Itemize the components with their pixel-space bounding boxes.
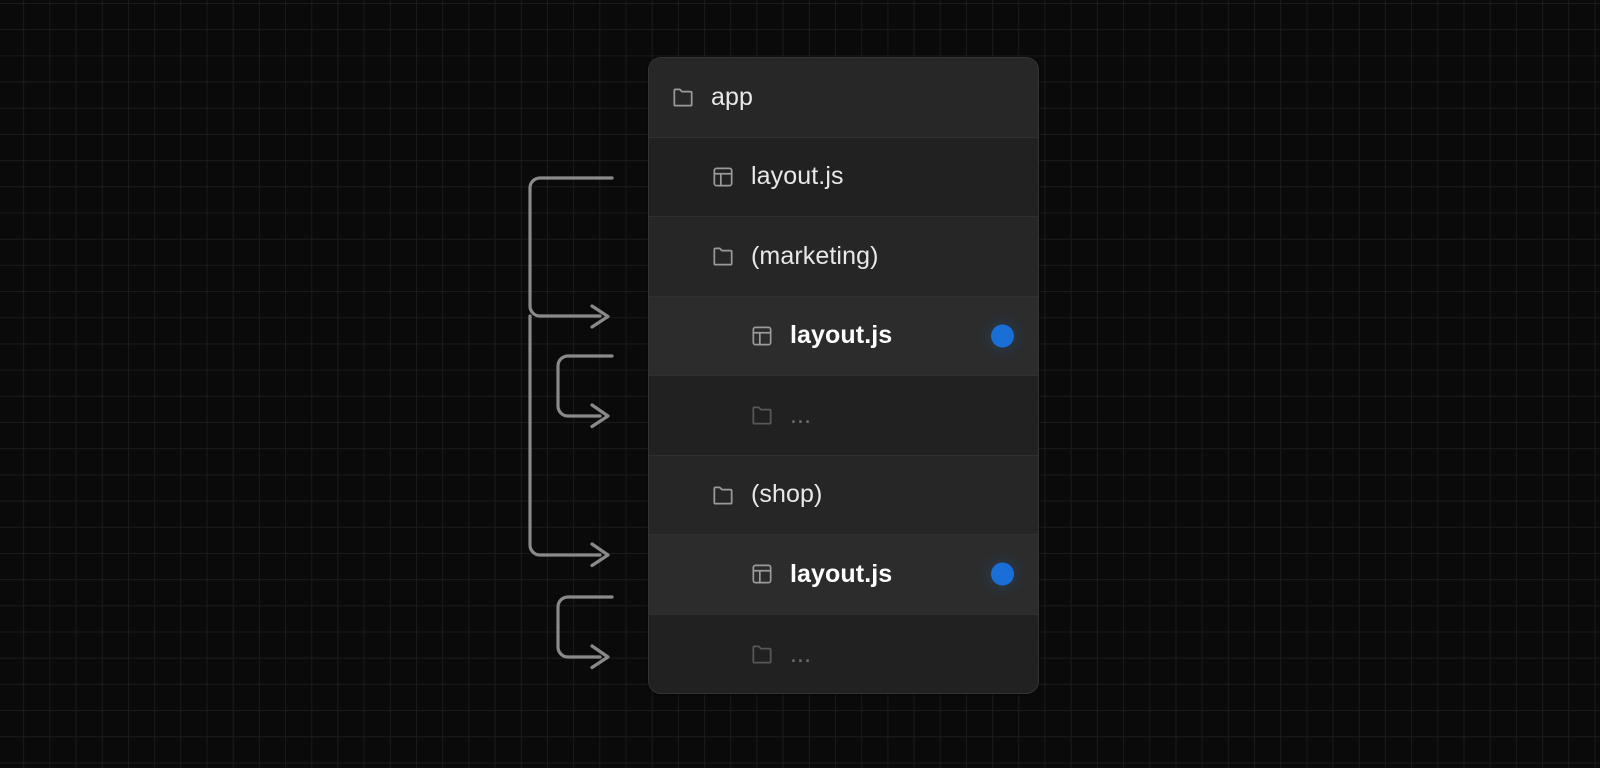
arrowhead-shop-layout — [590, 542, 610, 568]
arrowhead-marketing-folder — [590, 403, 610, 429]
tree-row-marketing-layout[interactable]: layout.js — [649, 296, 1038, 376]
tree-row-label: layout.js — [790, 559, 893, 588]
tree-row-label: ... — [790, 400, 812, 429]
arrowhead-shop-folder — [590, 644, 610, 670]
tree-row-label: ... — [790, 639, 812, 668]
tree-row-shop-layout[interactable]: layout.js — [649, 535, 1038, 615]
tree-row-label: app — [711, 82, 754, 111]
connector-inner-marketing — [556, 354, 614, 418]
file-tree-card: app layout.js (marketing) — [648, 57, 1039, 694]
tree-row-label: (marketing) — [751, 241, 879, 270]
layout-icon — [749, 561, 775, 587]
tree-row-app[interactable]: app — [649, 58, 1038, 138]
arrowhead-marketing-layout — [590, 304, 610, 329]
tree-row-label: (shop) — [751, 480, 823, 509]
connector-outer-bottom — [528, 314, 602, 557]
status-dot — [991, 324, 1014, 348]
tree-row-marketing-more[interactable]: ... — [649, 376, 1038, 456]
tree-row-shop[interactable]: (shop) — [649, 455, 1038, 535]
tree-row-marketing[interactable]: (marketing) — [649, 217, 1038, 297]
tree-row-shop-more[interactable]: ... — [649, 614, 1038, 693]
status-dot — [991, 562, 1014, 586]
layout-icon — [710, 164, 736, 190]
folder-icon — [749, 641, 775, 667]
layout-icon — [749, 323, 775, 349]
folder-icon — [670, 84, 696, 110]
tree-row-label: layout.js — [751, 162, 844, 191]
connector-outer-top — [528, 176, 614, 318]
tree-row-label: layout.js — [790, 321, 893, 350]
tree-row-app-layout[interactable]: layout.js — [649, 137, 1038, 217]
folder-icon — [710, 243, 736, 269]
folder-icon — [710, 482, 736, 508]
connector-inner-shop — [556, 595, 614, 659]
folder-icon — [749, 402, 775, 428]
